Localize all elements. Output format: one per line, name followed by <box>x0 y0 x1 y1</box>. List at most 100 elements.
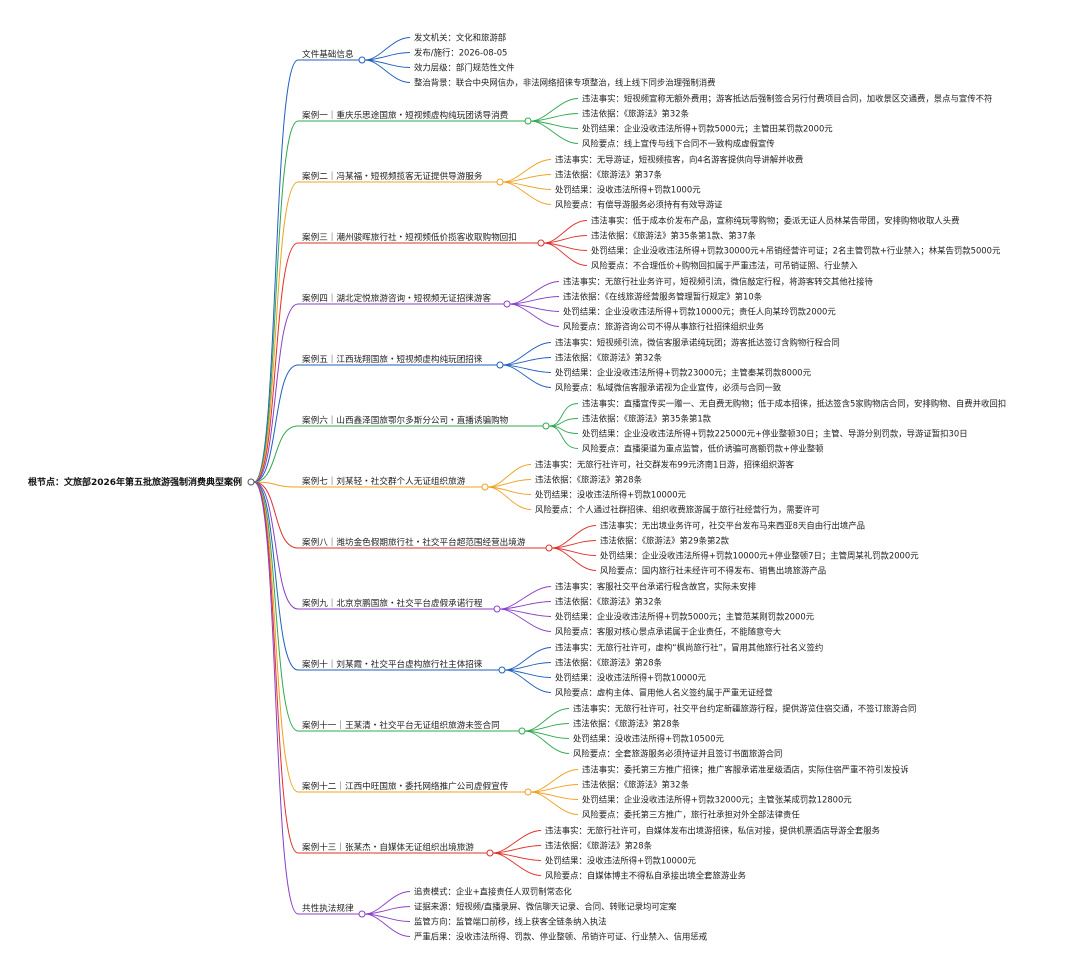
leaf-node-label: 违法依据：《旅游法》第32条 <box>582 109 690 119</box>
branch-node-label: 案例八｜潍坊金色假期旅行社・社交平台超范围经营出境游 <box>302 536 526 548</box>
branch-toggle[interactable] <box>498 666 506 674</box>
edge-branch-leaf <box>524 730 570 754</box>
edge-root-branch <box>253 425 299 483</box>
leaf-node-label: 处罚结果：没收违法所得+罚款10000元 <box>545 856 697 866</box>
leaf-node-label: 违法事实：短视频引流，微信客服承诺纯玩团；游客抵达签订含购物行程合同 <box>555 338 840 348</box>
leaf-node-label: 违法依据：《旅游法》第32条 <box>555 353 663 363</box>
leaf-node-label: 追责模式：企业+直接责任人双罚制常态化 <box>414 887 572 897</box>
leaf-node-label: 处罚结果：企业没收违法所得+罚款225000元+停业整顿30日；主管、导游分别罚… <box>582 429 968 439</box>
leaf-node-label: 违法依据：《在线旅游经营服务管理暂行规定》第10条 <box>563 292 763 302</box>
edge-root-branch <box>253 59 299 483</box>
branch-toggle[interactable] <box>496 361 504 369</box>
leaf-node-label: 处罚结果：企业没收违法所得+罚款30000元+吊销经营许可证；2名主管罚款+行业… <box>591 246 1001 256</box>
leaf-node-label: 违法事实：无旅行社许可，自媒体发布出境游招徕，私信对接，提供机票酒店导游全套服务 <box>545 826 881 836</box>
branch-node-label: 案例三｜潮州骏晖旅行社・短视频低价揽客收取购物回扣 <box>302 231 517 243</box>
edge-branch-leaf <box>502 159 552 183</box>
branch-toggle[interactable] <box>518 727 526 735</box>
branch-toggle[interactable] <box>542 422 550 430</box>
branch-toggle[interactable] <box>486 849 494 857</box>
edge-root-branch <box>253 181 299 483</box>
leaf-node-label: 风险要点：线上宣传与线下合同不一致构成虚假宣传 <box>582 139 775 149</box>
branch-node-label: 案例五｜江西珑翔国旅・短视频虚构纯玩团招徕 <box>302 353 483 365</box>
branch-toggle[interactable] <box>481 483 489 491</box>
branch-node-label: 共性执法规律 <box>302 902 354 914</box>
branch-toggle[interactable] <box>496 178 504 186</box>
edge-branch-leaf <box>492 852 542 876</box>
branch-node-label: 案例六｜山西鑫泽国旅鄂尔多斯分公司・直播诱骗购物 <box>302 414 509 426</box>
leaf-node-label: 风险要点：个人通过社群招徕、组织收费旅游属于旅行社经营行为，需要许可 <box>535 505 820 515</box>
edge-branch-leaf <box>551 547 597 571</box>
branch-node-label: 案例十二｜江西中旺国旅・委托网络推广公司虚假宣传 <box>302 780 509 792</box>
branch-toggle[interactable] <box>524 788 532 796</box>
leaf-node-label: 效力层级：部门规范性文件 <box>414 63 515 73</box>
nodes-layer: 根节点：文旅部2026年第五批旅游强制消费典型案例 文件基础信息发文机关：文化和… <box>28 33 1006 942</box>
root-node-toggle[interactable] <box>247 478 255 486</box>
leaf-node-label: 违法事实：无旅行社许可，社交群发布99元济南1日游，招徕组织游客 <box>535 460 794 470</box>
edge-branch-leaf <box>492 830 542 854</box>
edge-root-branch <box>253 481 299 793</box>
edge-branch-leaf <box>487 464 532 488</box>
leaf-node-label: 违法事实：无旅行社许可，社交平台约定新疆旅游行程，提供游览住宿交通，不签订旅游合… <box>573 704 916 714</box>
edge-branch-leaf <box>543 220 588 244</box>
leaf-node-label: 风险要点：旅游咨询公司不得从事旅行社招徕组织业务 <box>563 322 765 332</box>
leaf-node-label: 风险要点：自媒体博主不得私自承接出境全套旅游业务 <box>545 871 747 881</box>
leaf-node-label: 处罚结果：没收违法所得+罚款10500元 <box>573 734 725 744</box>
leaf-node-label: 违法依据：《旅游法》第28条 <box>555 658 663 668</box>
edge-branch-leaf <box>551 525 597 549</box>
edge-branch-leaf <box>502 364 552 388</box>
leaf-node-label: 证据来源：短视频/直播录屏、微信聊天记录、合同、转账记录均可定案 <box>414 902 677 912</box>
leaf-node-label: 处罚结果：没收违法所得+罚款10000元 <box>535 490 687 500</box>
branch-node-label: 文件基础信息 <box>302 48 354 60</box>
leaf-node-label: 发布/施行：2026-08-05 <box>414 48 507 58</box>
leaf-node-label: 违法事实：无旅行社业务许可，短视频引流，微信敲定行程，将游客转交其他社接待 <box>563 277 873 287</box>
edge-branch-leaf <box>524 708 570 732</box>
leaf-node-label: 违法事实：短视频宣称无额外费用；游客抵达后强制签合另行付费项目合同，加收景区交通… <box>582 94 992 104</box>
edge-root-branch <box>253 481 299 488</box>
branch-toggle[interactable] <box>358 910 366 918</box>
branch-node-label: 案例四｜湖北定悦旅游咨询・短视频无证招徕游客 <box>302 292 491 304</box>
edge-branch-leaf <box>499 586 552 610</box>
leaf-node-label: 违法依据：《旅游法》第29条第2款 <box>600 536 730 546</box>
branch-toggle[interactable] <box>358 56 366 64</box>
edge-root-branch <box>253 481 299 854</box>
leaf-node-label: 监管方向：监管端口前移，线上获客全链条纳入执法 <box>414 917 607 927</box>
edge-branch-leaf <box>499 601 552 610</box>
edge-branch-leaf <box>502 342 552 366</box>
leaf-node-label: 处罚结果：企业没收违法所得+罚款23000元；主管秦某罚款8000元 <box>555 368 812 378</box>
leaf-node-label: 处罚结果：企业没收违法所得+罚款10000元+停业整顿7日；主管周某礼罚款200… <box>600 551 919 561</box>
edge-branch-leaf <box>502 181 552 205</box>
edges-layer <box>253 37 597 937</box>
leaf-node-label: 风险要点：不合理低价+购物回扣属于严重违法，可吊销证照、行业禁入 <box>591 261 858 271</box>
edge-branch-leaf <box>530 791 579 815</box>
edge-branch-leaf <box>530 120 579 144</box>
edge-branch-leaf <box>364 891 411 915</box>
edge-branch-leaf <box>499 608 552 617</box>
leaf-node-label: 违法依据：《旅游法》第37条 <box>555 170 663 180</box>
leaf-node-label: 违法依据：《旅游法》第28条 <box>573 719 681 729</box>
edge-branch-leaf <box>543 242 588 266</box>
leaf-node-label: 处罚结果：企业没收违法所得+罚款5000元；主管范某刚罚款2000元 <box>555 612 815 622</box>
branch-toggle[interactable] <box>537 239 545 247</box>
edge-root-branch <box>253 481 299 915</box>
branch-toggle[interactable] <box>503 300 511 308</box>
branch-toggle[interactable] <box>524 117 532 125</box>
leaf-node-label: 违法依据：《旅游法》第28条 <box>535 475 643 485</box>
edge-branch-leaf <box>509 281 560 305</box>
leaf-node-label: 整治背景：联合中央网信办，非法网络招徕专项整治，线上线下同步治理强制消费 <box>414 78 716 88</box>
leaf-node-label: 风险要点：有偿导游服务必须持有有效导游证 <box>555 200 723 210</box>
edge-root-branch <box>253 120 299 483</box>
edge-branch-leaf <box>530 769 579 793</box>
branch-node-label: 案例十｜刘某霞・社交平台虚构旅行社主体招徕 <box>302 658 483 670</box>
branch-toggle[interactable] <box>545 544 553 552</box>
edge-branch-leaf <box>504 669 552 693</box>
leaf-node-label: 违法依据：《旅游法》第35条第1款 <box>582 414 712 424</box>
branch-toggle[interactable] <box>493 605 501 613</box>
edge-branch-leaf <box>364 913 411 937</box>
leaf-node-label: 处罚结果：企业没收违法所得+罚款10000元；责任人向某玲罚款2000元 <box>563 307 836 317</box>
leaf-node-label: 违法依据：《旅游法》第32条 <box>582 780 690 790</box>
edge-branch-leaf <box>487 486 532 510</box>
leaf-node-label: 风险要点：国内旅行社未经许可不得发布、销售出境旅游产品 <box>600 566 826 576</box>
leaf-node-label: 处罚结果：企业没收违法所得+罚款32000元；主管张某成罚款12800元 <box>582 795 852 805</box>
edge-branch-leaf <box>499 608 552 632</box>
